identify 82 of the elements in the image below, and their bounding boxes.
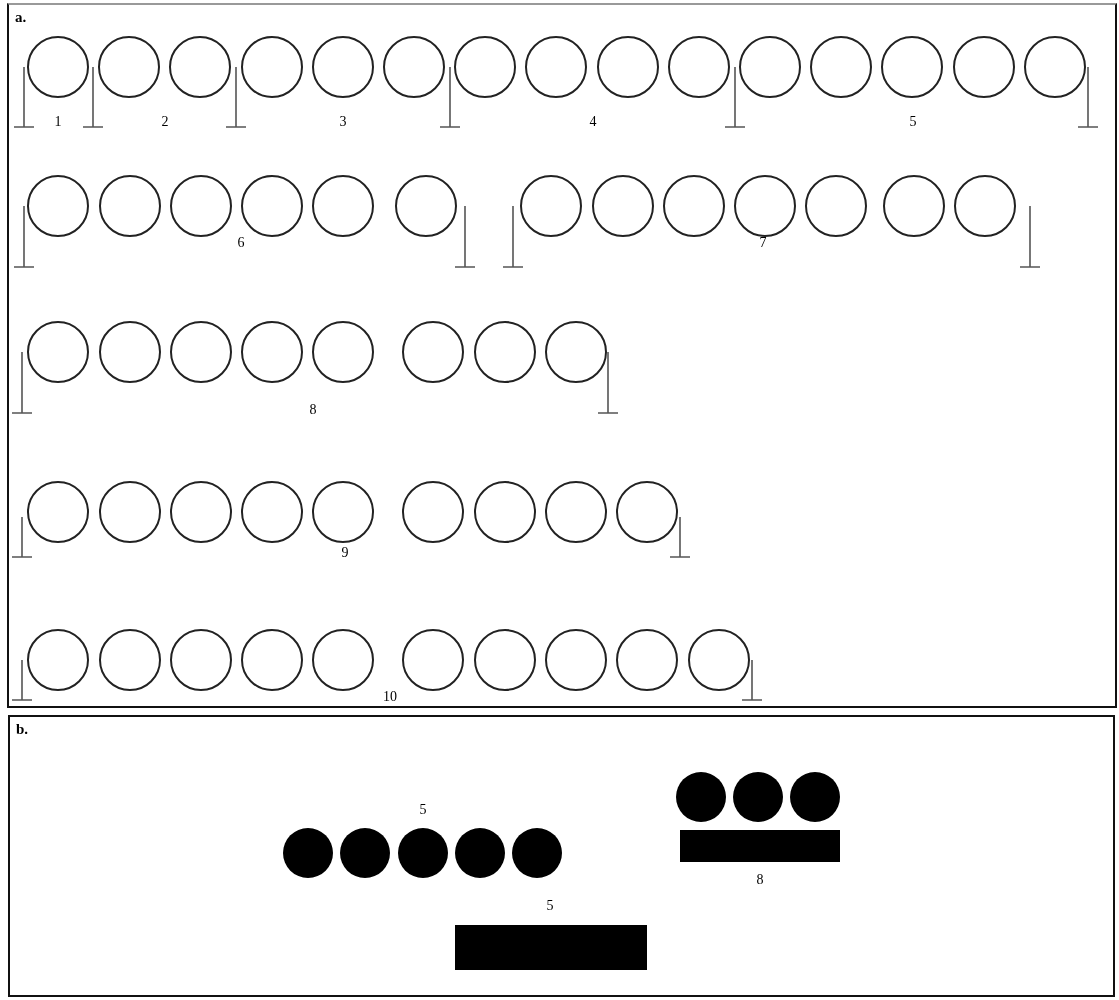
group-number: 3 <box>339 115 347 129</box>
filled-circle <box>512 828 562 878</box>
open-circle <box>596 36 659 98</box>
filled-bar <box>455 925 647 970</box>
open-circle <box>952 36 1015 98</box>
open-circle <box>545 629 607 691</box>
open-circle <box>241 629 303 691</box>
open-circle <box>98 36 161 98</box>
open-circle <box>954 175 1016 237</box>
panel <box>7 3 1117 708</box>
open-circle <box>312 481 374 543</box>
open-circle <box>1023 36 1086 98</box>
open-circle <box>525 36 588 98</box>
open-circle <box>474 321 536 383</box>
open-circle <box>616 481 678 543</box>
open-circle <box>592 175 654 237</box>
open-circle <box>663 175 725 237</box>
open-circle <box>545 321 607 383</box>
open-circle <box>474 629 536 691</box>
filled-circle <box>398 828 448 878</box>
open-circle <box>27 629 89 691</box>
open-circle <box>170 629 232 691</box>
filled-circle <box>340 828 390 878</box>
open-circle <box>99 629 161 691</box>
open-circle <box>383 36 445 98</box>
open-circle <box>312 321 374 383</box>
open-circle <box>311 36 374 98</box>
panel-label: b. <box>16 721 29 738</box>
open-circle <box>241 481 303 543</box>
open-circle <box>241 321 303 383</box>
open-circle <box>667 36 730 98</box>
open-circle <box>27 36 89 98</box>
open-circle <box>520 175 582 237</box>
open-circle <box>170 321 232 383</box>
open-circle <box>881 36 944 98</box>
open-circle <box>454 36 517 98</box>
panel-label: a. <box>15 9 27 26</box>
open-circle <box>810 36 873 98</box>
group-number: 6 <box>237 236 245 250</box>
filled-circle <box>790 772 840 822</box>
open-circle <box>402 321 464 383</box>
open-circle <box>27 175 89 237</box>
group-number: 5 <box>419 803 427 817</box>
open-circle <box>402 629 464 691</box>
open-circle <box>402 481 464 543</box>
open-circle <box>312 175 374 237</box>
filled-circle <box>283 828 333 878</box>
group-number: 9 <box>341 546 349 560</box>
open-circle <box>805 175 867 237</box>
group-number: 10 <box>383 690 397 704</box>
open-circle <box>474 481 536 543</box>
group-number: 2 <box>161 115 169 129</box>
open-circle <box>734 175 796 237</box>
open-circle <box>27 321 89 383</box>
open-circle <box>99 321 161 383</box>
panel <box>8 715 1115 997</box>
open-circle <box>170 175 232 237</box>
open-circle <box>739 36 801 98</box>
group-number: 5 <box>909 115 917 129</box>
open-circle <box>616 629 678 691</box>
group-number: 8 <box>309 403 317 417</box>
filled-circle <box>455 828 505 878</box>
open-circle <box>170 481 232 543</box>
open-circle <box>99 175 161 237</box>
open-circle <box>241 175 303 237</box>
filled-bar <box>680 830 840 862</box>
open-circle <box>883 175 945 237</box>
filled-circle <box>676 772 726 822</box>
group-number: 7 <box>759 236 767 250</box>
filled-circle <box>733 772 783 822</box>
group-number: 4 <box>589 115 597 129</box>
open-circle <box>545 481 607 543</box>
open-circle <box>27 481 89 543</box>
group-number: 8 <box>756 873 764 887</box>
open-circle <box>312 629 374 691</box>
open-circle <box>240 36 303 98</box>
open-circle <box>395 175 457 237</box>
group-number: 5 <box>546 899 554 913</box>
open-circle <box>169 36 232 98</box>
open-circle <box>99 481 161 543</box>
group-number: 1 <box>54 115 62 129</box>
open-circle <box>688 629 750 691</box>
